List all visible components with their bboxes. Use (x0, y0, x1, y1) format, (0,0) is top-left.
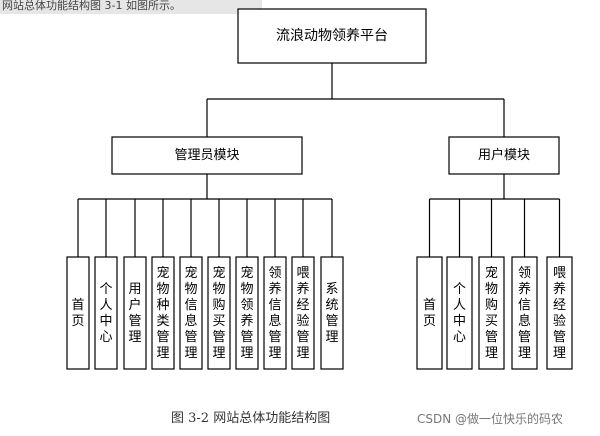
function-node-label: 宠物购买管理 (485, 265, 498, 361)
connector-lines (77, 63, 561, 257)
module-node (111, 136, 303, 175)
function-node (179, 256, 203, 370)
function-node (235, 256, 259, 370)
function-node (291, 256, 315, 370)
function-node-label: 喂养经验管理 (296, 266, 309, 361)
function-node-label: 个人中心 (453, 282, 466, 345)
function-node-label: 喂养经验管理 (553, 266, 566, 361)
root-node-label: 流浪动物领养平台 (276, 28, 388, 44)
function-node (123, 256, 147, 370)
function-node (151, 256, 175, 370)
function-node (511, 256, 538, 370)
module-node (448, 136, 560, 175)
function-node (94, 256, 118, 370)
function-node-label: 宠物信息管理 (184, 265, 197, 361)
function-node-label: 领养信息管理 (268, 266, 281, 361)
function-node (320, 256, 344, 370)
function-node (66, 256, 90, 370)
module-node-label: 用户模块 (478, 147, 530, 163)
function-node (446, 256, 473, 370)
function-node-label: 宠物领养管理 (240, 265, 253, 361)
function-node-label: 宠物购买管理 (212, 265, 225, 361)
root-node (237, 8, 427, 64)
function-node (207, 256, 231, 370)
watermark: CSDN @做一位快乐的码农 (417, 412, 564, 426)
function-node-label: 首页 (423, 298, 436, 329)
module-node-label: 管理员模块 (174, 148, 239, 163)
function-node-label: 宠物种类管理 (156, 265, 169, 361)
figure-caption: 图 3-2 网站总体功能结构图 (171, 411, 331, 426)
top-caption-strip: 网站总体功能结构图 3-1 如图所示。 (0, 0, 262, 14)
function-node (263, 256, 287, 370)
function-node-label: 领养信息管理 (518, 266, 531, 361)
function-node-label: 用户管理 (128, 282, 141, 345)
function-node-label: 首页 (71, 298, 84, 329)
function-node (416, 256, 443, 370)
function-node (478, 256, 505, 370)
function-node (546, 256, 573, 370)
function-node-label: 系统管理 (325, 282, 338, 345)
function-node-label: 个人中心 (99, 282, 112, 345)
